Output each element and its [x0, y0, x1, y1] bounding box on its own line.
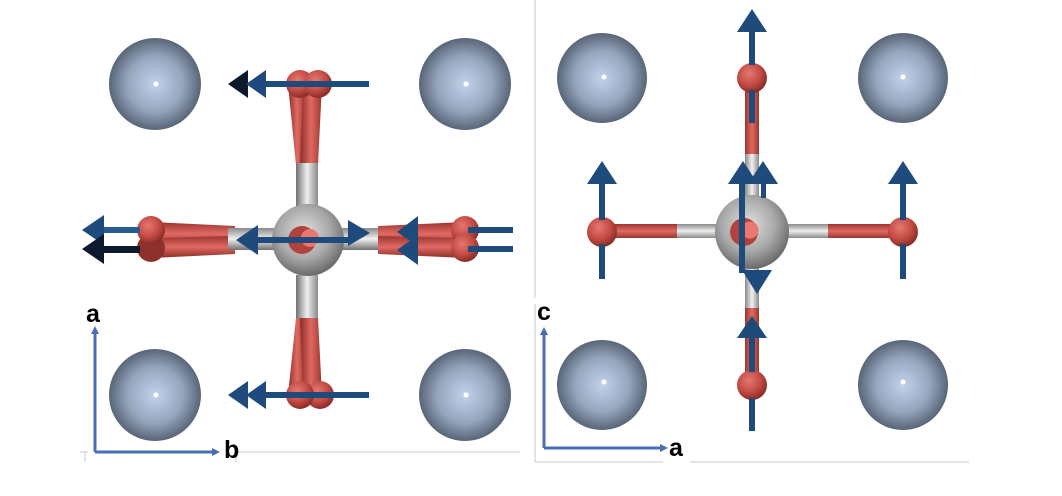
- oxygen-atoms: [587, 63, 918, 400]
- panel-left-ab-projection: a b: [0, 0, 530, 496]
- axis-label-b-horizontal: b: [224, 436, 240, 464]
- structure-diagram-right: [534, 0, 969, 463]
- axis-label-a-horizontal: a: [669, 434, 683, 462]
- displacement-arrows: [82, 70, 513, 409]
- axis-label-c-vertical: c: [537, 298, 551, 326]
- corner-atoms: [557, 33, 948, 430]
- corner-atoms: [109, 38, 511, 441]
- structure-diagram-left: [80, 38, 520, 462]
- displacement-arrows: [587, 9, 918, 431]
- axis-indicator-ca: [540, 327, 668, 452]
- oxygen-atoms: [137, 70, 479, 409]
- frame-lines: [534, 0, 969, 463]
- frame-lines: [80, 451, 520, 462]
- panel-right-ca-projection: c a: [530, 0, 1062, 496]
- axis-label-a-vertical: a: [86, 300, 100, 328]
- axis-indicator-ab: [91, 326, 220, 456]
